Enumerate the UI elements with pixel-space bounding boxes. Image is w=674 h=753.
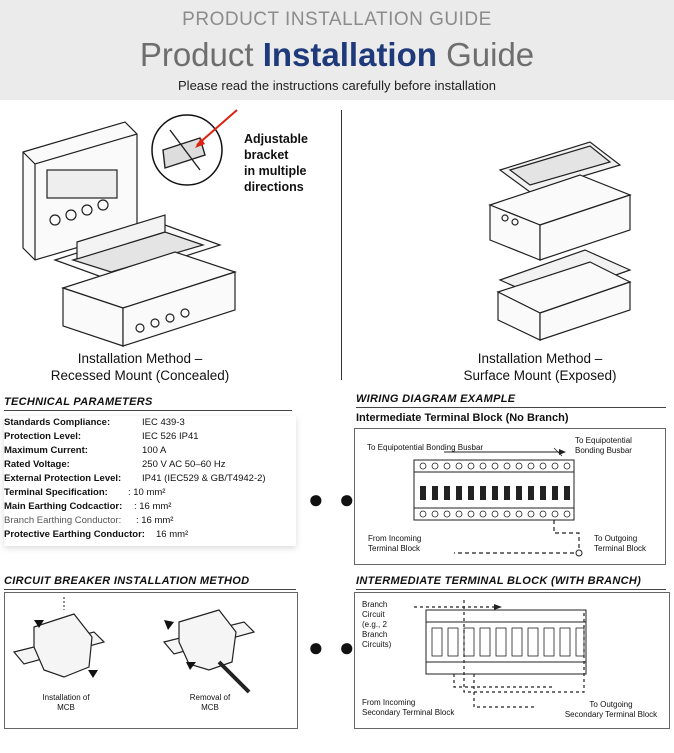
param-value: IEC 439-3 [142,417,185,428]
wiring-to-line: Terminal Block [594,544,647,553]
wiring-from-line: From Incoming [368,534,422,543]
recessed-mount-illustration [22,109,238,347]
branch-heading: INTERMEDIATE TERMINAL BLOCK (WITH BRANCH… [356,575,642,587]
surface-label-line2: Surface Mount (Exposed) [463,368,617,383]
wiring-to-label: To Outgoing Terminal Block [594,534,646,554]
title-part-3: Guide [436,36,535,73]
wiring-from-label: From Incoming Terminal Block [368,534,421,554]
wiring-right-top-line: To Equipotential [575,436,632,445]
table-row: Terminal Specification: : 10 mm² [4,486,296,500]
page-subtitle: Please read the instructions carefully b… [178,78,496,93]
wiring-heading: WIRING DIAGRAM EXAMPLE [356,393,516,405]
technical-heading: TECHNICAL PARAMETERS [4,396,153,408]
circuit-breaker-illustration [12,597,256,694]
technical-heading-rule [4,410,292,411]
branch-to-line: Secondary Terminal Block [564,710,658,719]
recessed-label-line2: Recessed Mount (Concealed) [50,368,230,383]
removal-line: MCB [201,703,219,712]
callout-line: directions [244,180,304,194]
wiring-subheading: Intermediate Terminal Block (No Branch) [356,412,569,424]
branch-to-line: To Outgoing [589,700,633,709]
title-part-2: Installation [262,36,437,73]
connector-dots-lower: ● ● [308,632,359,662]
connector-dots: ● ● [308,484,359,514]
branch-from-label: From Incoming Secondary Terminal Block [362,698,454,718]
param-value: IP41 (IEC529 & GB/T4942-2) [142,473,266,484]
branch-from-line: Secondary Terminal Block [362,708,455,717]
install-line: Installation of [42,693,90,702]
recessed-label-line1: Installation Method – [77,351,203,366]
install-mcb-label: Installation of MCB [26,693,106,713]
header-top-title: PRODUCT INSTALLATION GUIDE [182,9,492,30]
title-part-1: Product [139,36,263,73]
bracket-callout: Adjustable bracket in multiple direction… [244,131,308,195]
callout-line: bracket [244,148,289,162]
technical-table: Standards Compliance: IEC 439-3 Protectio… [4,416,296,546]
table-row: Rated Voltage: 250 V AC 50–60 Hz [4,458,296,472]
branch-heading-rule [356,589,666,590]
branch-diagram [414,600,587,708]
param-value: 16 mm² [156,529,189,540]
circuit-heading: CIRCUIT BREAKER INSTALLATION METHOD [4,575,250,587]
param-value: : 16 mm² [134,501,172,512]
branch-circuit-label: Branch Circuit (e.g., 2 Branch Circuits) [362,600,391,650]
branch-to-label: To Outgoing Secondary Terminal Block [556,700,666,720]
param-key: Terminal Specification: [4,487,108,498]
callout-line: Adjustable [244,132,308,146]
branch-line: (e.g., 2 [362,620,387,629]
wiring-right-top-label: To Equipotential Bonding Busbar [575,436,632,456]
wiring-right-top-line: Bonding Busbar [575,446,632,455]
branch-line: Branch [362,630,388,639]
wiring-left-top-label: To Equipotential Bonding Busbar [367,443,484,452]
wiring-heading-rule [356,407,666,408]
branch-line: Branch [362,600,388,609]
param-key: Rated Voltage: [4,459,70,470]
param-value: IEC 526 IP41 [142,431,199,442]
param-key: External Protection Level: [4,473,122,484]
install-line: MCB [57,703,75,712]
circuit-heading-rule [4,589,296,590]
table-row: Protection Level: IEC 526 IP41 [4,430,296,444]
param-value: 100 A [142,445,167,456]
surface-label-line1: Installation Method – [477,351,603,366]
wiring-from-line: Terminal Block [368,544,421,553]
surface-label: Installation Method – Surface Mount (Exp… [420,350,660,384]
page-title: Product Installation Guide [0,36,674,74]
removal-line: Removal of [189,693,231,702]
branch-line: Circuit [362,610,385,619]
table-row: Maximum Current: 100 A [4,444,296,458]
param-key: Maximum Current: [4,445,88,456]
param-key: Branch Earthing Conductor: [4,515,122,526]
wiring-to-line: To Outgoing [594,534,638,543]
recessed-label: Installation Method – Recessed Mount (Co… [20,350,260,384]
table-row: Branch Earthing Conductor: : 16 mm² [4,514,296,528]
param-value: : 10 mm² [128,487,166,498]
table-row: External Protection Level: IP41 (IEC529 &… [4,472,296,486]
param-key: Standards Compliance: [4,417,111,428]
branch-from-line: From Incoming [362,698,416,707]
branch-line: Circuits) [362,640,392,649]
param-value: : 16 mm² [136,515,174,526]
table-row: Standards Compliance: IEC 439-3 [4,416,296,430]
table-row: Protective Earthing Conductor: 16 mm² [4,528,296,542]
header-banner: PRODUCT INSTALLATION GUIDE Product Insta… [0,0,674,100]
surface-mount-illustration [488,141,632,341]
param-key: Main Earthing Codcactior: [4,501,123,512]
wiring-diagram [413,447,583,557]
param-value: 250 V AC 50–60 Hz [142,459,226,470]
callout-line: in multiple [244,164,307,178]
table-row: Main Earthing Codcactior: : 16 mm² [4,500,296,514]
removal-mcb-label: Removal of MCB [170,693,250,713]
param-key: Protection Level: [4,431,82,442]
param-key: Protective Earthing Conductor: [4,529,145,540]
vertical-divider [341,110,342,380]
